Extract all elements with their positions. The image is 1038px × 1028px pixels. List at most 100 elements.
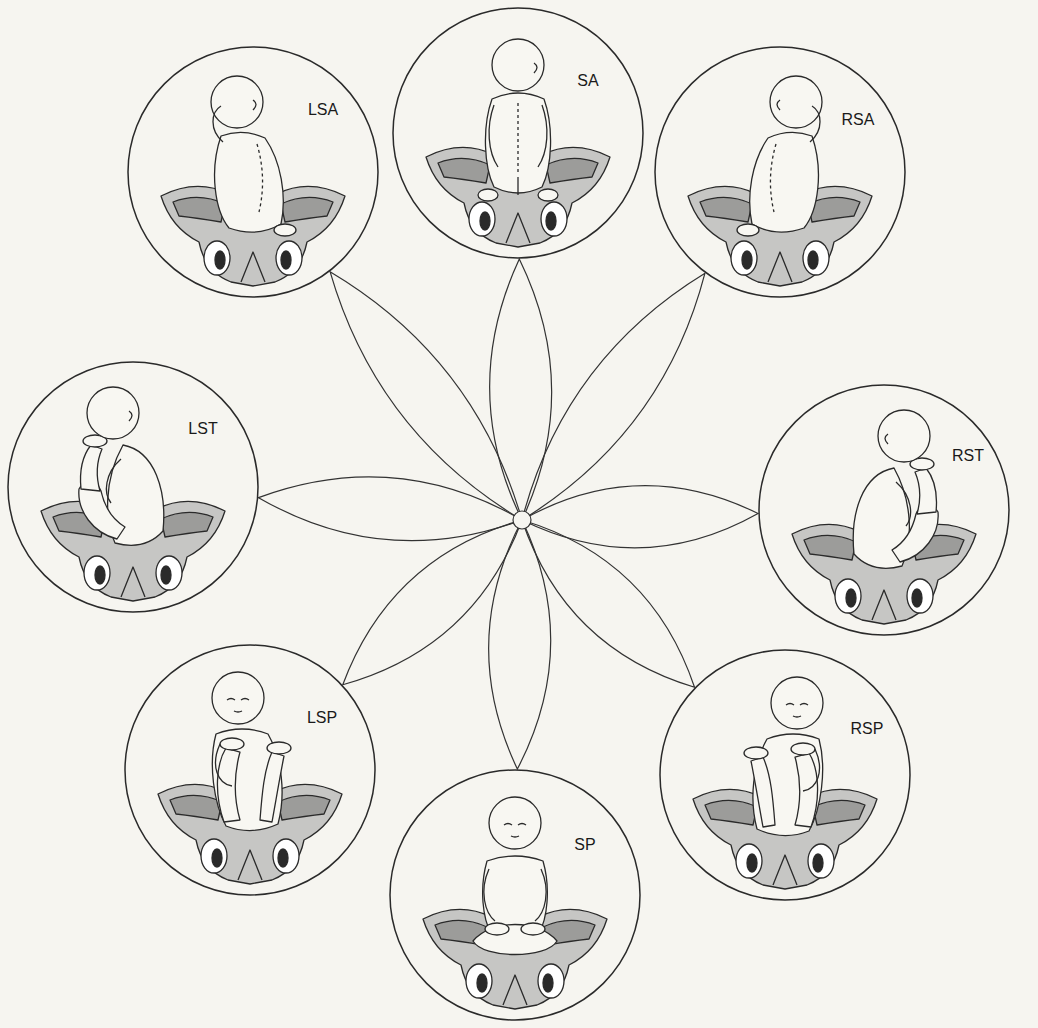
fetal-torso [215, 132, 284, 232]
fetal-leg [80, 445, 102, 491]
fetal-torso [483, 856, 548, 933]
obturator-foramen [273, 839, 299, 873]
fetus-figure [737, 76, 822, 236]
fetus-in-pelvis [161, 76, 345, 286]
circle-illustration [389, 769, 641, 1021]
fetal-foot [478, 189, 498, 201]
eye-line [518, 824, 526, 826]
position-circle: SP [389, 769, 641, 1021]
pubic-symphysis [768, 252, 792, 282]
foramen-shadow [808, 251, 818, 269]
ear-line [777, 100, 780, 110]
fetus-in-pelvis [426, 39, 610, 247]
obturator-foramen [736, 844, 762, 878]
fetus-figure [212, 672, 291, 831]
foramen-shadow [912, 589, 922, 607]
circle-outline [660, 650, 910, 900]
fetus-in-pelvis [688, 76, 872, 286]
position-label: RST [950, 447, 986, 465]
fetal-head [771, 677, 823, 729]
fetal-foot [521, 923, 545, 935]
foramen-shadow [747, 854, 757, 872]
eye-line [227, 699, 235, 701]
ear-line [534, 63, 537, 73]
spine-line [517, 103, 518, 175]
petal-line [489, 520, 551, 769]
position-label: LSA [306, 101, 340, 119]
ear-line [885, 434, 888, 444]
fetal-head [211, 76, 263, 128]
fetal-thigh [751, 757, 775, 827]
obturator-foramen [835, 579, 861, 613]
obturator-foramen [204, 241, 230, 275]
obturator-foramen [201, 839, 227, 873]
petal-line [343, 520, 522, 685]
fetal-foot [267, 742, 291, 754]
fetal-arm [896, 482, 911, 526]
circle-illustration [654, 46, 906, 298]
iliac-shade [170, 795, 222, 820]
iliac-shade [278, 795, 330, 820]
circle-outline [128, 47, 378, 297]
fetal-foot [274, 224, 296, 236]
iliac-shade [161, 512, 213, 537]
circle-illustration [127, 46, 379, 298]
ear-line [129, 411, 132, 421]
pubic-symphysis [121, 567, 145, 597]
fetal-arm [535, 869, 546, 921]
position-label: SA [575, 72, 600, 90]
mouth-line [793, 716, 801, 717]
position-circle: LST [7, 361, 259, 613]
fetus-figure [744, 677, 823, 836]
foramen-shadow [212, 849, 222, 867]
foramen-shadow [477, 974, 487, 992]
fetal-torso [750, 132, 819, 232]
pubic-symphysis [503, 975, 527, 1005]
fetal-arm [106, 459, 121, 503]
fetal-arm [803, 749, 819, 791]
pubic-symphysis [872, 590, 896, 620]
iliac-shade [700, 197, 752, 222]
iliac-shade [438, 158, 490, 183]
circle-outline [8, 362, 258, 612]
fetal-foot [744, 747, 768, 759]
fetal-arm [489, 105, 498, 167]
position-label: RSP [849, 720, 886, 738]
fetal-head [878, 410, 930, 462]
obturator-foramen [466, 964, 492, 998]
foramen-shadow [742, 251, 752, 269]
fetal-head [87, 387, 139, 439]
position-label: LSP [305, 709, 339, 727]
fetal-foot [737, 224, 759, 236]
obturator-foramen [541, 202, 567, 236]
position-circle: LSA [127, 46, 379, 298]
fetal-thigh [79, 482, 125, 539]
foramen-shadow [546, 212, 556, 230]
foramen-shadow [543, 974, 553, 992]
eye-line [786, 704, 794, 706]
foramen-shadow [278, 849, 288, 867]
fetal-arm [216, 744, 232, 786]
position-circle: LSP [124, 644, 376, 896]
fetus-figure [478, 39, 558, 201]
fetus-in-pelvis [41, 387, 225, 601]
obturator-foramen [731, 241, 757, 275]
pubic-symphysis [773, 855, 797, 885]
pubic-symphysis [241, 252, 265, 282]
foramen-shadow [846, 589, 856, 607]
petal-line [522, 273, 705, 520]
fetal-head [770, 76, 822, 128]
spine-line [770, 144, 776, 212]
fetal-foot [220, 738, 244, 750]
pelvis-bone [423, 909, 607, 1009]
eye-line [504, 824, 512, 826]
fetal-arm [484, 869, 495, 921]
obturator-foramen [469, 202, 495, 236]
position-circle: RSP [659, 649, 911, 901]
circle-outline [390, 770, 640, 1020]
fetal-leg [915, 468, 937, 514]
fetus-in-pelvis [792, 410, 976, 624]
circle-outline [125, 645, 375, 895]
fetal-arm [810, 106, 820, 142]
